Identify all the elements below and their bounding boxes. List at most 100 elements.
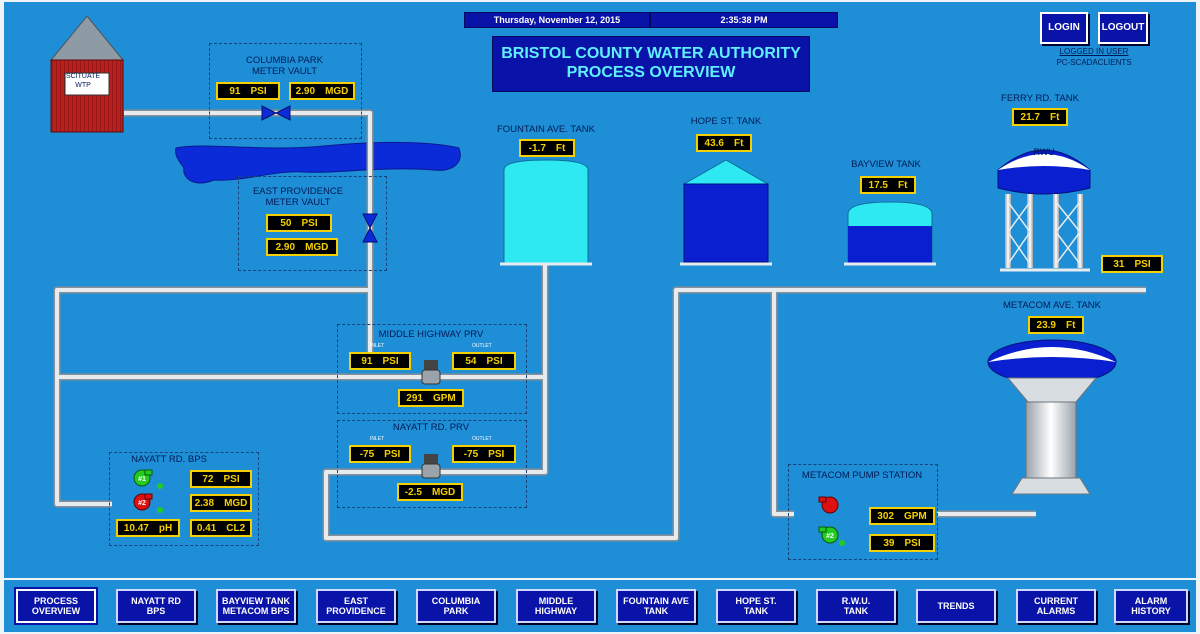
value: 10.47	[123, 522, 149, 534]
bayview-tank-label: BAYVIEW TANK	[851, 159, 921, 170]
nayatt-pump-2-icon: #2	[133, 493, 163, 513]
value: 54	[465, 355, 477, 367]
metacom-tank-level-display: 23.9 Ft	[1028, 316, 1084, 334]
metacom-ps-group[interactable]	[788, 464, 938, 560]
title-line-2: PROCESS OVERVIEW	[566, 64, 736, 81]
nav-rwu-tank[interactable]: R.W.U. TANK	[816, 589, 896, 623]
nav-label: TRENDS	[937, 601, 975, 611]
value: 50	[280, 217, 292, 229]
metacom-pump-1-icon	[818, 496, 839, 514]
value: 91	[229, 85, 241, 97]
unit: MGD	[325, 85, 349, 97]
nayatt-prv-label: NAYATT RD. PRV	[392, 422, 470, 433]
time-display: 2:35:38 PM	[650, 12, 838, 28]
nayatt-pump-1-label: #1	[138, 476, 146, 483]
nav-label: MIDDLE HIGHWAY	[534, 596, 578, 616]
unit: Ft	[555, 142, 566, 154]
nav-alarm-history[interactable]: ALARM HISTORY	[1114, 589, 1188, 623]
middle-highway-label: MIDDLE HIGHWAY PRV	[378, 329, 484, 340]
unit: Ft	[898, 179, 908, 191]
nav-fountain-ave-tank[interactable]: FOUNTAIN AVE TANK	[616, 589, 696, 623]
metacom-ps-flow-display: 302 GPM	[869, 507, 935, 525]
columbia-park-label: COLUMBIA PARK METER VAULT	[209, 55, 360, 77]
wtp-label: SCITUATE WTP	[61, 72, 105, 90]
nav-columbia-park[interactable]: COLUMBIA PARK	[416, 589, 496, 623]
unit: GPM	[903, 510, 927, 522]
east-providence-label-line-1: EAST PROVIDENCE	[252, 186, 344, 197]
nayatt-bps-group[interactable]	[109, 452, 259, 546]
logged-in-user: PC-SCADACLIENTS	[1056, 58, 1132, 67]
metacom-tank-graphic	[987, 339, 1117, 495]
nav-bayview-metacom[interactable]: BAYVIEW TANK METACOM BPS	[216, 589, 296, 623]
metacom-ps-label: METACOM PUMP STATION	[801, 470, 923, 481]
nav-hope-st-tank[interactable]: HOPE ST. TANK	[716, 589, 796, 623]
bayview-tank-graphic	[844, 201, 936, 266]
middle-highway-prv-valve	[421, 360, 441, 385]
pipe-network	[53, 109, 1146, 542]
columbia-valve	[261, 105, 291, 121]
process-diagram: #1 #2 #2 RWU	[49, 15, 1146, 546]
nav-middle-highway[interactable]: MIDDLE HIGHWAY	[516, 589, 596, 623]
date-display: Thursday, November 12, 2015	[464, 12, 650, 28]
nav-current-alarms[interactable]: CURRENT ALARMS	[1016, 589, 1096, 623]
navigation-bar: PROCESS OVERVIEW NAYATT RD BPS BAYVIEW T…	[4, 580, 1196, 632]
nav-east-providence[interactable]: EAST PROVIDENCE	[316, 589, 396, 623]
wtp-roof	[49, 15, 125, 61]
unit: pH	[158, 522, 173, 534]
reservoir-shape	[175, 141, 461, 184]
unit: PSI	[1134, 258, 1151, 270]
value: -2.5	[404, 486, 422, 498]
nayatt-prv-valve	[421, 454, 441, 479]
nav-label: HOPE ST. TANK	[735, 596, 777, 616]
value: 291	[406, 392, 423, 404]
nav-nayatt-rd-bps[interactable]: NAYATT RD BPS	[116, 589, 196, 623]
columbia-park-group[interactable]	[209, 43, 362, 139]
unit: PSI	[301, 217, 318, 229]
value: 23.9	[1036, 319, 1056, 331]
hope-tank-label: HOPE ST. TANK	[690, 116, 762, 127]
page-title: BRISTOL COUNTY WATER AUTHORITY PROCESS O…	[492, 36, 810, 92]
value: 17.5	[868, 179, 888, 191]
nayatt-bps-ph-display: 10.47 pH	[116, 519, 180, 537]
login-button[interactable]: LOGIN	[1040, 12, 1088, 44]
unit: GPM	[432, 392, 456, 404]
middle-highway-inlet-label: INLET	[370, 343, 385, 349]
wtp-label-line-2: WTP	[75, 82, 91, 89]
nayatt-prv-inlet-display: -75 PSI	[349, 445, 411, 463]
unit: MGD	[224, 497, 248, 509]
unit: Ft	[1050, 111, 1060, 123]
value: 302	[877, 510, 894, 522]
nayatt-bps-label: NAYATT RD. BPS	[131, 454, 207, 465]
east-providence-group[interactable]	[238, 176, 387, 271]
nayatt-bps-flow-display: 2.38 MGD	[190, 494, 252, 512]
hope-tank-graphic	[680, 159, 772, 266]
value: 2.38	[194, 497, 215, 509]
nayatt-prv-group[interactable]	[337, 420, 527, 508]
value: -75	[463, 448, 479, 460]
east-providence-label-line-2: METER VAULT	[265, 197, 331, 208]
logout-button[interactable]: LOGOUT	[1098, 12, 1148, 44]
unit: Ft	[1066, 319, 1076, 331]
nav-label: ALARM HISTORY	[1131, 596, 1171, 616]
wtp-label-line-1: SCITUATE	[65, 73, 101, 80]
middle-highway-group[interactable]	[337, 324, 527, 414]
middle-highway-flow-display: 291 GPM	[398, 389, 464, 407]
nav-label: NAYATT RD BPS	[131, 596, 181, 616]
columbia-park-label-line-2: METER VAULT	[251, 66, 318, 77]
nav-process-overview[interactable]: PROCESS OVERVIEW	[14, 587, 98, 625]
unit: MGD	[431, 486, 456, 498]
unit: PSI	[384, 448, 401, 460]
value: -75	[359, 448, 375, 460]
nav-trends[interactable]: TRENDS	[916, 589, 996, 623]
logged-in-label: LOGGED IN USER	[1059, 47, 1129, 56]
nav-label: BAYVIEW TANK METACOM BPS	[221, 596, 290, 616]
unit: PSI	[382, 355, 399, 367]
